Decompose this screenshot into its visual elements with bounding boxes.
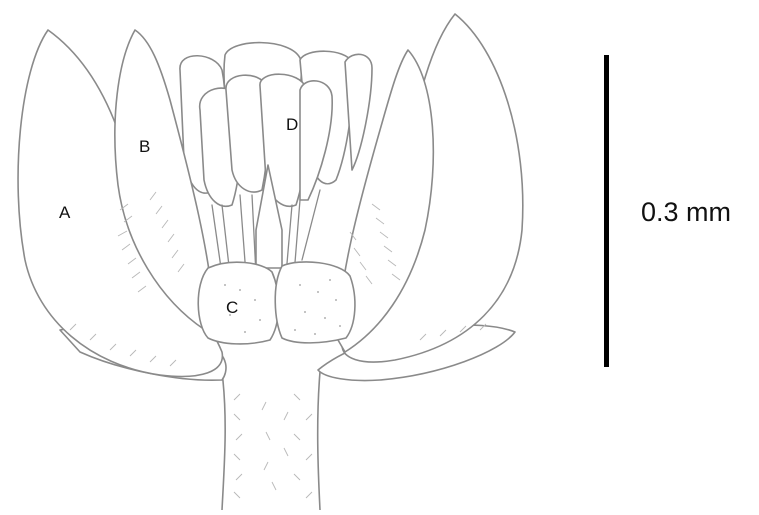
label-a: A — [59, 203, 71, 223]
ovary-lobes — [198, 262, 355, 344]
label-c: C — [226, 298, 239, 318]
label-b: B — [139, 137, 151, 157]
scale-bar — [604, 55, 609, 367]
scale-bar-label: 0.3 mm — [641, 197, 731, 228]
stem — [222, 372, 320, 510]
label-d: D — [286, 115, 299, 135]
